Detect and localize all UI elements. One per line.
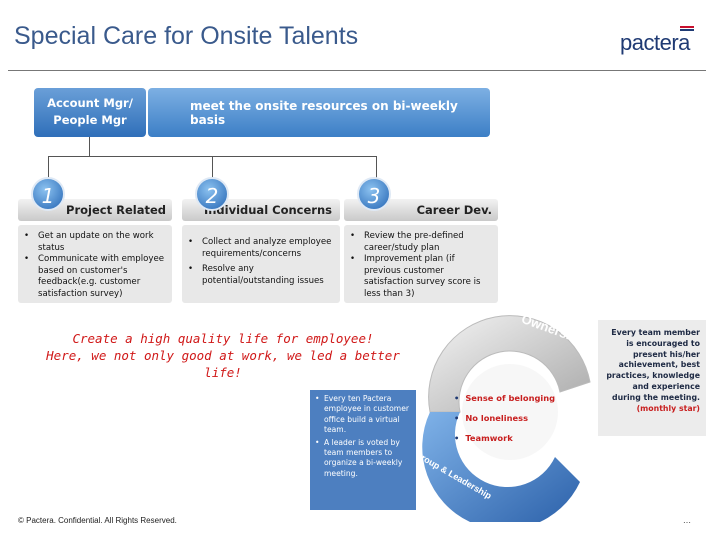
- center-item: No loneliness: [465, 413, 528, 423]
- quality-life-note: Create a high quality life for employee!…: [28, 330, 418, 381]
- category-title: Career Dev.: [417, 203, 492, 217]
- category-title: Project Related: [66, 203, 166, 217]
- monthly-star-text: (monthly star): [637, 404, 700, 413]
- note-line-3: life!: [28, 364, 418, 381]
- center-item: Sense of belonging: [465, 393, 555, 403]
- category-body-project: Get an update on the work status Communi…: [18, 225, 172, 303]
- note-line-1: Create a high quality life for employee!: [28, 330, 418, 347]
- number-badge-1: 1: [31, 177, 65, 211]
- copyright-footer: © Pactera. Confidential. All Rights Rese…: [18, 516, 177, 525]
- logo-text: pactera: [620, 30, 690, 56]
- group-item: A leader is voted by team members to org…: [313, 438, 413, 480]
- account-manager-line1: Account Mgr/: [34, 95, 146, 112]
- group-leadership-panel: Every ten Pactera employee in customer o…: [310, 390, 416, 510]
- group-item: Every ten Pactera employee in customer o…: [313, 394, 413, 436]
- number-badge-3: 3: [357, 177, 391, 211]
- meeting-banner: meet the onsite resources on bi-weekly b…: [148, 88, 490, 137]
- category-item: Review the pre-defined career/study plan: [348, 231, 494, 254]
- account-manager-box: Account Mgr/ People Mgr: [34, 88, 146, 137]
- connector-vertical: [89, 137, 90, 157]
- category-body-career: Review the pre-defined career/study plan…: [344, 225, 498, 303]
- page-number: …: [683, 516, 691, 525]
- category-item: Get an update on the work status: [22, 231, 168, 254]
- meeting-banner-text: meet the onsite resources on bi-weekly b…: [190, 99, 490, 127]
- account-manager-line2: People Mgr: [34, 112, 146, 129]
- header-divider: [8, 70, 706, 71]
- page-title: Special Care for Onsite Talents: [14, 22, 358, 51]
- pactera-logo: pactera: [620, 24, 706, 54]
- note-line-2: Here, we not only good at work, we led a…: [28, 347, 418, 364]
- ring-center-items: •Sense of belonging •No loneliness •Team…: [454, 388, 555, 448]
- category-item: Communicate with employee based on custo…: [22, 254, 168, 300]
- category-body-individual: Collect and analyze employee requirement…: [182, 225, 340, 303]
- category-item: Improvement plan (if previous customer s…: [348, 254, 494, 300]
- center-item: Teamwork: [465, 433, 512, 443]
- category-item: Collect and analyze employee requirement…: [186, 237, 336, 260]
- ownership-text: Every team member is encouraged to prese…: [606, 328, 700, 402]
- number-badge-2: 2: [195, 177, 229, 211]
- ownership-panel: Every team member is encouraged to prese…: [598, 320, 706, 436]
- category-item: Resolve any potential/outstanding issues: [186, 264, 336, 287]
